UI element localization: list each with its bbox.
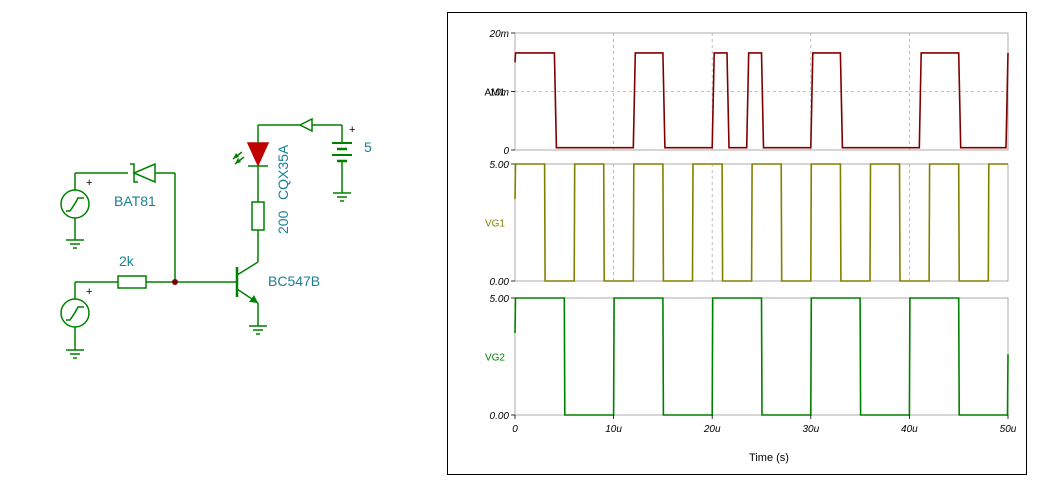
x-tick-label: 0 <box>512 424 518 435</box>
y-tick-label: 10m <box>490 88 509 99</box>
ground-icon <box>333 192 351 202</box>
y-tick-label: 5.00 <box>490 294 510 305</box>
svg-text:+: + <box>86 286 92 298</box>
led-icon[interactable] <box>232 142 270 167</box>
ground-icon <box>66 349 84 359</box>
supply-voltage-label: 5 <box>364 139 372 155</box>
x-tick-label: 40u <box>901 424 918 435</box>
base-resistor-label: 2k <box>119 253 135 269</box>
led-resistor-label: 200 <box>275 210 291 234</box>
ground-icon <box>249 325 267 335</box>
svg-text:+: + <box>349 124 355 136</box>
transistor-label: BC547B <box>268 273 320 289</box>
y-tick-label: 0.00 <box>490 277 510 288</box>
x-axis-label: Time (s) <box>749 452 789 464</box>
led-label: CQX35A <box>275 144 291 200</box>
x-tick-label: 10u <box>605 424 622 435</box>
diode-label: BAT81 <box>114 193 156 209</box>
npn-transistor-icon[interactable] <box>235 261 259 304</box>
series-name-vg1: VG1 <box>485 219 505 230</box>
series-name-vg2: VG2 <box>485 353 505 364</box>
y-tick-label: 5.00 <box>490 160 510 171</box>
circuit-schematic: + + + BAT81 2k BC547B 5 200 CQX35A <box>60 117 372 359</box>
resistor-icon[interactable] <box>117 275 147 289</box>
series-line-vg1 <box>514 163 1008 282</box>
x-tick-label: 20u <box>703 424 721 435</box>
battery-icon[interactable] <box>332 142 352 163</box>
ground-icon <box>66 239 84 249</box>
series-line-vg2 <box>514 297 1009 416</box>
ammeter-arrow-icon[interactable] <box>298 117 313 133</box>
y-tick-label: 0.00 <box>490 411 510 422</box>
series-line-am1 <box>514 52 1009 149</box>
x-tick-label: 50u <box>1000 424 1017 435</box>
y-tick-label: 0 <box>503 146 509 157</box>
voltage-generator-icon[interactable] <box>60 298 90 328</box>
junction-dot <box>172 279 178 285</box>
y-tick-label: 20m <box>489 29 509 40</box>
svg-text:+: + <box>86 177 92 189</box>
x-tick-label: 30u <box>802 424 819 435</box>
resistor-icon[interactable] <box>251 201 265 231</box>
plot-area <box>514 163 1009 282</box>
series-name-am1: AM1 <box>484 88 505 99</box>
schottky-diode-icon[interactable] <box>130 162 156 184</box>
voltage-generator-icon[interactable] <box>60 189 90 219</box>
